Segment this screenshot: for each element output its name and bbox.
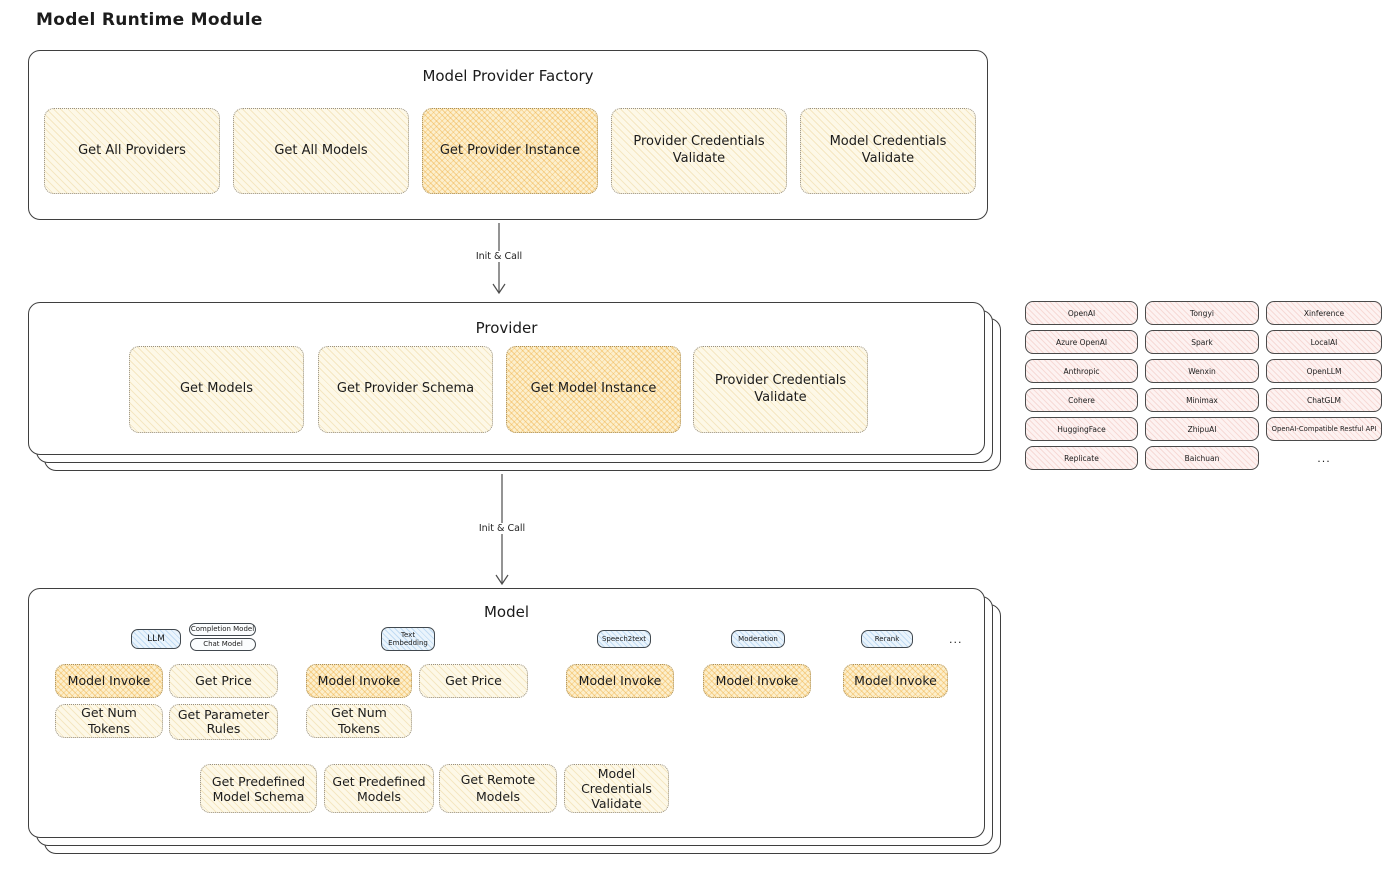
provider-chip-grid: OpenAI Tongyi Xinference Azure OpenAI Sp… xyxy=(1025,301,1382,470)
node-llm-get-price: Get Price xyxy=(169,664,278,698)
node-llm-get-parameter-rules: Get Parameter Rules xyxy=(169,704,278,740)
chip-wenxin: Wenxin xyxy=(1145,359,1259,383)
chip-spark: Spark xyxy=(1145,330,1259,354)
node-get-all-models: Get All Models xyxy=(233,108,409,194)
provider-panel-title: Provider xyxy=(475,319,538,337)
chip-cohere: Cohere xyxy=(1025,388,1138,412)
node-moderation-model-invoke: Model Invoke xyxy=(703,664,811,698)
node-te-get-num-tokens: Get Num Tokens xyxy=(306,704,412,738)
model-types-ellipsis: ... xyxy=(949,633,963,646)
chip-openai-compatible-restful-api: OpenAI-Compatible Restful API xyxy=(1266,417,1382,441)
chip-baichuan: Baichuan xyxy=(1145,446,1259,470)
provider-panel: Provider Get Models Get Provider Schema … xyxy=(28,302,985,455)
model-panel-title: Model xyxy=(483,603,530,621)
model-panel: Model LLM Completion Model Chat Model Te… xyxy=(28,588,985,838)
node-get-models: Get Models xyxy=(129,346,304,433)
node-get-predefined-model-schema: Get Predefined Model Schema xyxy=(200,764,317,813)
node-get-model-instance: Get Model Instance xyxy=(506,346,681,433)
tag-completion-model: Completion Model xyxy=(189,623,256,636)
node-get-provider-instance: Get Provider Instance xyxy=(422,108,598,194)
node-provider-credentials-validate: Provider Credentials Validate xyxy=(611,108,787,194)
node-model-credentials-validate: Model Credentials Validate xyxy=(800,108,976,194)
tag-speech2text: Speech2text xyxy=(597,630,651,648)
tag-text-embedding: Text Embedding xyxy=(381,627,435,651)
node-rerank-model-invoke: Model Invoke xyxy=(843,664,948,698)
node-s2t-model-invoke: Model Invoke xyxy=(566,664,674,698)
node-llm-get-num-tokens: Get Num Tokens xyxy=(55,704,163,738)
node-get-provider-schema: Get Provider Schema xyxy=(318,346,493,433)
node-get-all-providers: Get All Providers xyxy=(44,108,220,194)
tag-moderation: Moderation xyxy=(731,630,785,648)
chip-localai: LocalAI xyxy=(1266,330,1382,354)
chip-replicate: Replicate xyxy=(1025,446,1138,470)
arrow-label-init-call-1: Init & Call xyxy=(471,251,527,262)
chip-minimax: Minimax xyxy=(1145,388,1259,412)
arrow-provider-to-model: Init & Call xyxy=(462,474,542,586)
node-te-get-price: Get Price xyxy=(419,664,528,698)
chip-openai: OpenAI xyxy=(1025,301,1138,325)
tag-chat-model: Chat Model xyxy=(190,638,256,651)
factory-panel-title: Model Provider Factory xyxy=(422,67,594,85)
chip-xinference: Xinference xyxy=(1266,301,1382,325)
chip-anthropic: Anthropic xyxy=(1025,359,1138,383)
tag-rerank: Rerank xyxy=(861,630,913,648)
chip-azure-openai: Azure OpenAI xyxy=(1025,330,1138,354)
node-get-predefined-models: Get Predefined Models xyxy=(324,764,434,813)
chip-tongyi: Tongyi xyxy=(1145,301,1259,325)
node-llm-model-invoke: Model Invoke xyxy=(55,664,163,698)
arrow-factory-to-provider: Init & Call xyxy=(459,223,539,295)
node-provider-credentials-validate-2: Provider Credentials Validate xyxy=(693,346,868,433)
node-model-credentials-validate-2: Model Credentials Validate xyxy=(564,764,669,813)
chip-chatglm: ChatGLM xyxy=(1266,388,1382,412)
chip-openllm: OpenLLM xyxy=(1266,359,1382,383)
chip-zhipuai: ZhipuAI xyxy=(1145,417,1259,441)
chip-grid-ellipsis: ... xyxy=(1317,451,1331,465)
node-te-model-invoke: Model Invoke xyxy=(306,664,412,698)
tag-llm: LLM xyxy=(131,629,181,649)
factory-panel: Model Provider Factory Get All Providers… xyxy=(28,50,988,220)
arrow-label-init-call-2: Init & Call xyxy=(474,523,530,534)
page-title: Model Runtime Module xyxy=(36,10,263,30)
node-get-remote-models: Get Remote Models xyxy=(439,764,557,813)
chip-huggingface: HuggingFace xyxy=(1025,417,1138,441)
